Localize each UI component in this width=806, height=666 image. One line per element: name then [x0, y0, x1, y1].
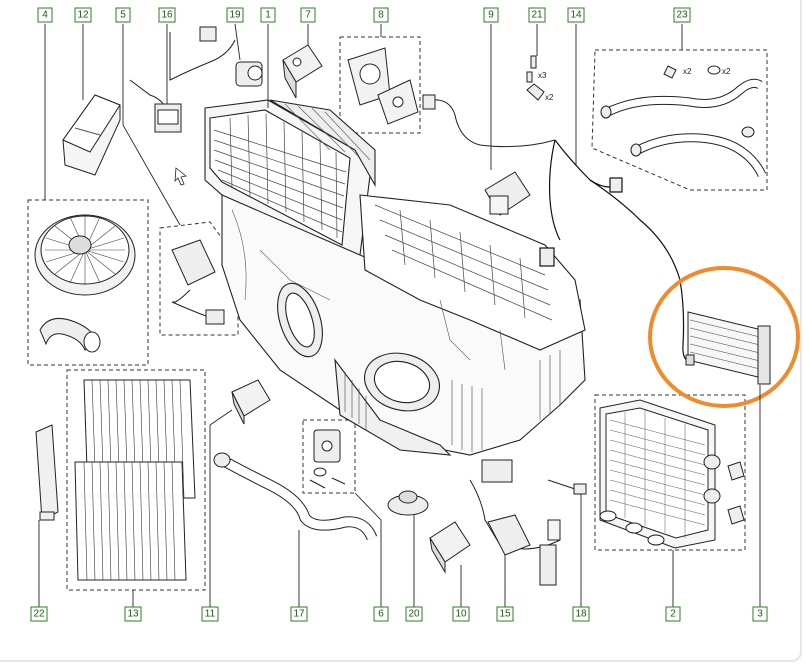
- svg-text:22: 22: [33, 609, 45, 620]
- highlight-circle: [648, 266, 800, 408]
- flap-motors-8: [347, 47, 419, 125]
- sensor-19: [235, 61, 263, 87]
- callout-18: 18: [572, 606, 590, 622]
- svg-text:3: 3: [757, 609, 763, 620]
- blower-motor-part: [34, 214, 136, 353]
- svg-text:20: 20: [408, 609, 420, 620]
- svg-text:15: 15: [499, 609, 511, 620]
- callout-6: 6: [373, 606, 389, 622]
- hose-clips-qty: x2: [683, 67, 692, 76]
- actuator-7: [282, 44, 323, 99]
- callout-19: 19: [226, 7, 244, 23]
- callout-7: 7: [300, 7, 316, 23]
- callout-15: 15: [496, 606, 514, 622]
- filter-group-box: [66, 369, 206, 591]
- orings-qty: x2: [722, 67, 731, 76]
- electric-heater-3: [685, 311, 771, 385]
- hose-group-box: [591, 49, 768, 191]
- temp-sensor-18: [547, 479, 587, 495]
- drain-hose-17: [213, 452, 378, 541]
- callout-12: 12: [74, 7, 92, 23]
- callout-10: 10: [452, 606, 470, 622]
- callout-22: 22: [30, 606, 48, 622]
- callout-5: 5: [115, 7, 131, 23]
- callout-21: 21: [528, 7, 546, 23]
- hvac-housing: [204, 99, 586, 456]
- svg-text:6: 6: [378, 609, 384, 620]
- filter-cover-22: [35, 424, 59, 521]
- pointer-arrow-mark: [174, 167, 187, 186]
- callout-3: 3: [752, 606, 768, 622]
- svg-text:10: 10: [455, 609, 467, 620]
- wiring-harness-16: [129, 26, 236, 133]
- actuator-10: [429, 521, 471, 574]
- callout-13: 13: [124, 606, 142, 622]
- svg-text:23: 23: [676, 10, 688, 21]
- callout-23: 23: [673, 7, 691, 23]
- flap-motor-group-box: [339, 36, 421, 134]
- wiring-harness-14: [539, 139, 691, 363]
- leader-lines: [38, 23, 761, 607]
- callout-17: 17: [290, 606, 308, 622]
- svg-text:1: 1: [265, 10, 271, 21]
- callout-11: 11: [201, 606, 219, 622]
- callout-4: 4: [37, 7, 53, 23]
- callout-9: 9: [483, 7, 499, 23]
- sensor-20: [387, 490, 429, 516]
- harness-15: [469, 459, 561, 586]
- svg-text:17: 17: [293, 609, 305, 620]
- callout-2: 2: [665, 606, 681, 622]
- callout-14: 14: [567, 7, 585, 23]
- heater-hoses-23: [600, 65, 767, 178]
- svg-text:12: 12: [77, 10, 89, 21]
- svg-text:8: 8: [378, 10, 384, 21]
- quantity-labels: x3 x2 x2 x2: [538, 67, 731, 102]
- cabin-filters-13: [74, 379, 196, 581]
- callout-20: 20: [405, 606, 423, 622]
- callout-8: 8: [373, 7, 389, 23]
- svg-text:21: 21: [531, 10, 543, 21]
- svg-text:19: 19: [229, 10, 241, 21]
- actuator-11: [231, 379, 271, 425]
- callout-1: 1: [260, 7, 276, 23]
- blower-group-box: [27, 199, 149, 366]
- callout-16: 16: [158, 7, 176, 23]
- svg-text:14: 14: [570, 10, 582, 21]
- svg-text:16: 16: [161, 10, 173, 21]
- svg-text:4: 4: [42, 10, 48, 21]
- svg-text:18: 18: [575, 609, 587, 620]
- expansion-valve-6: [309, 429, 346, 489]
- clips-qty: x2: [545, 93, 554, 102]
- callout-labels: 4 12 5 16 19 1 7 8 9 21 14 23 22 13 11 1…: [30, 7, 768, 622]
- svg-text:11: 11: [205, 609, 216, 620]
- svg-text:9: 9: [488, 10, 494, 21]
- svg-text:2: 2: [670, 609, 676, 620]
- svg-text:13: 13: [127, 609, 139, 620]
- svg-text:7: 7: [305, 10, 311, 21]
- wiring-harness-9: [422, 94, 556, 216]
- screws-qty: x3: [538, 71, 547, 80]
- heater-core-2: [599, 399, 745, 549]
- blower-resistor-5: [171, 239, 225, 325]
- svg-text:5: 5: [120, 10, 126, 21]
- control-module-part: [62, 94, 121, 176]
- radiator-group-box: [594, 394, 746, 551]
- screws-clips-21: [526, 55, 545, 101]
